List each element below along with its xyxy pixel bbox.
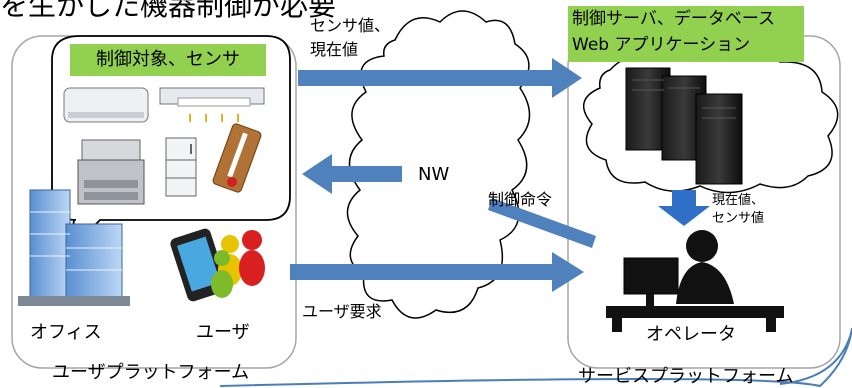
operator-icon (606, 230, 784, 332)
office-label: オフィス (30, 322, 102, 343)
current-value-line2: センサ値 (712, 211, 765, 226)
control-command-label: 制御命令 (488, 190, 553, 209)
top-heading: を生かした機器制御が必要 (0, 0, 337, 22)
user-label: ユーザ (196, 322, 250, 343)
user-request-arrow (290, 252, 584, 292)
server-down-arrow (658, 190, 710, 226)
controlled-devices-label: 制御対象、センサ (70, 44, 266, 76)
server-label: 制御サーバ、データベース Web アプリケーション (568, 6, 804, 62)
sensor-value-line2: 現在値 (310, 40, 359, 59)
network-label: NW (418, 164, 450, 185)
user-smartphone-icon (170, 228, 265, 302)
control-command-arrow (302, 154, 402, 194)
user-request-label: ユーザ要求 (302, 302, 382, 321)
server-label-line1: 制御サーバ、データベース (572, 9, 775, 29)
air-conditioner-icon (63, 87, 149, 123)
decorative-arc (219, 327, 852, 388)
office-building-icon (18, 189, 130, 306)
server-label-line2: Web アプリケーション (572, 35, 751, 55)
copier-icon (77, 139, 145, 205)
service-platform-label: サービスプラットフォーム (578, 366, 794, 387)
thermometer-icon (212, 123, 262, 193)
user-platform-label: ユーザプラットフォーム (52, 362, 250, 383)
server-rack-icon (625, 67, 743, 185)
refrigerator-icon (165, 137, 197, 197)
sensor-value-text: センサ値、 現在値 (310, 14, 390, 62)
network-cloud (346, 10, 531, 319)
control-command-diagonal-arrow (488, 198, 596, 248)
sensor-value-line1: センサ値、 (310, 16, 391, 35)
current-value-text: 現在値、 センサ値 (712, 192, 764, 228)
sensor-value-arrow (298, 58, 582, 98)
ceiling-light-icon (159, 87, 265, 122)
operator-label: オペレータ (646, 324, 736, 345)
current-value-line1: 現在値、 (712, 193, 765, 208)
